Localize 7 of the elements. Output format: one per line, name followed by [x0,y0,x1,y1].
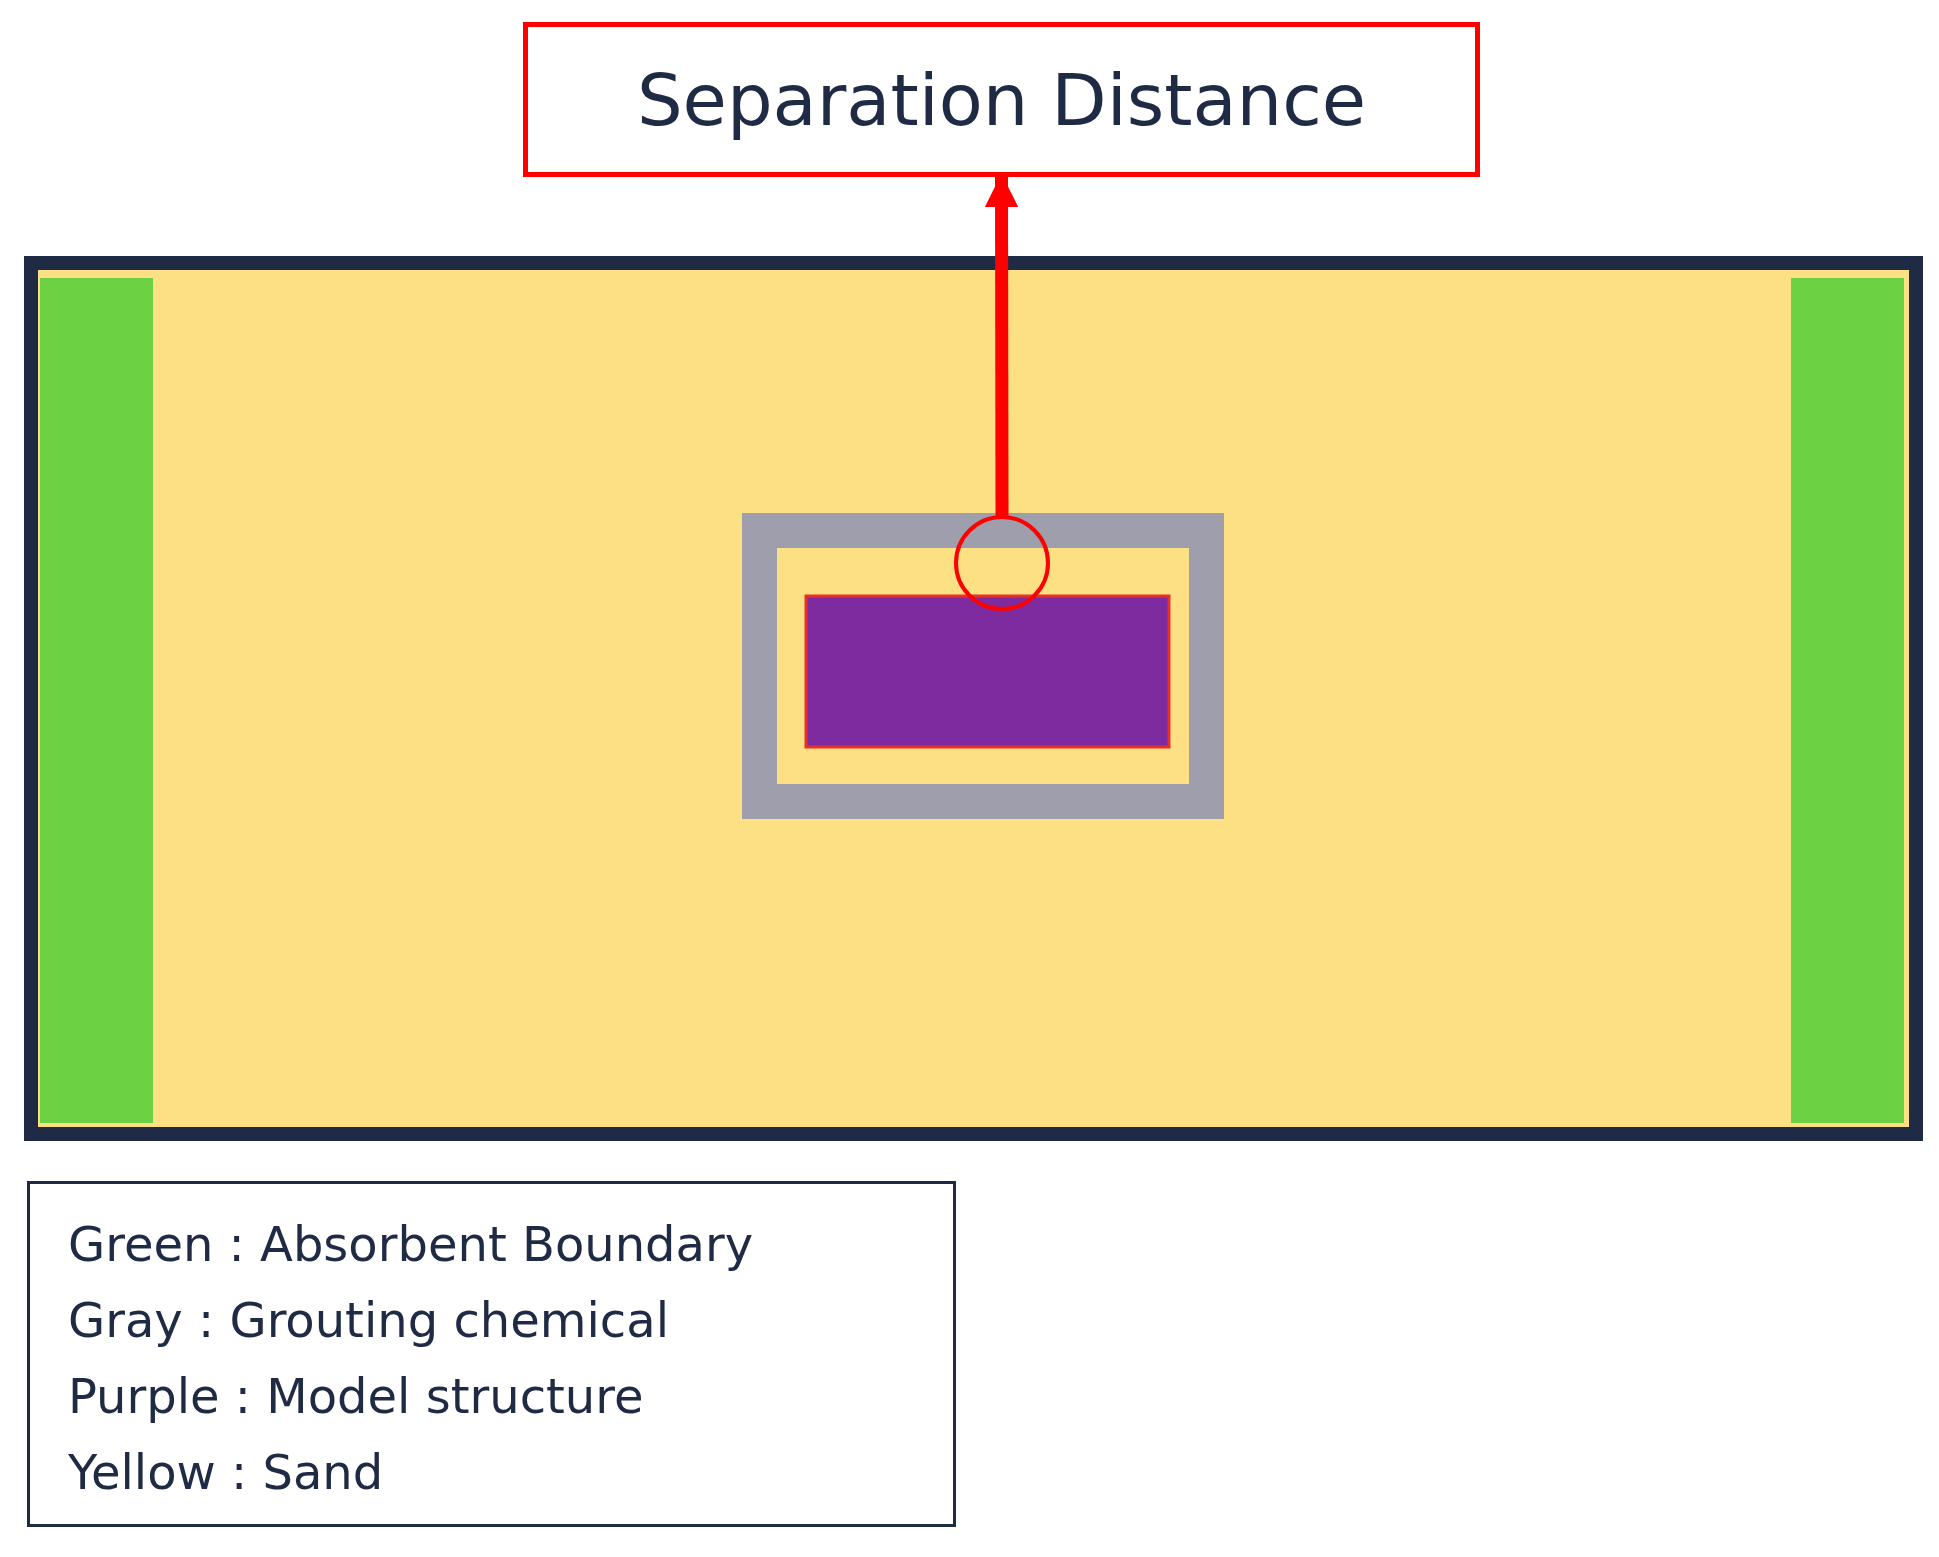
legend-text: Yellow : Sand [68,1443,385,1502]
title-box [523,22,1480,177]
legend-text: Purple : Model structure [68,1367,645,1426]
box-title: Separation Distance [636,57,1367,142]
highlight-circle [954,515,1050,611]
legend-text: Gray : Grouting chemical [68,1291,670,1350]
legend-text: Green : Absorbent Boundary [68,1215,755,1274]
